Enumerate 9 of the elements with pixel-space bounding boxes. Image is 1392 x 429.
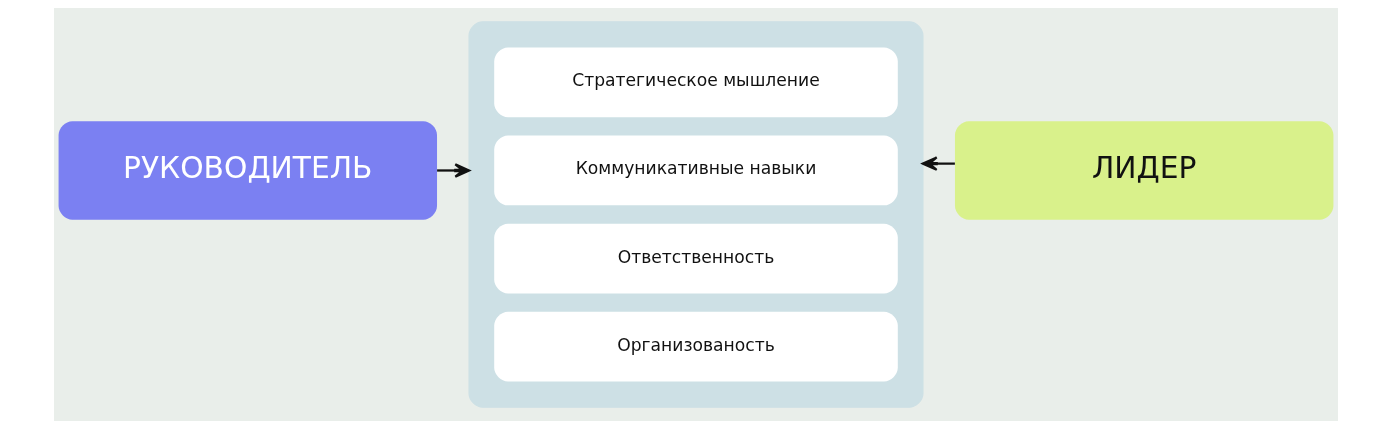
node-box: Стратегическое мышление <box>494 47 898 118</box>
node-box: Ответственность <box>494 223 898 294</box>
arrow <box>921 156 955 171</box>
node-box: РУКОВОДИТЕЛЬ <box>58 121 438 220</box>
node-box: ЛИДЕР <box>954 121 1334 220</box>
arrow <box>437 163 471 178</box>
node-box: Организованость <box>494 311 898 382</box>
node-box: Коммуникативные навыки <box>494 135 898 206</box>
cluster <box>468 21 924 408</box>
